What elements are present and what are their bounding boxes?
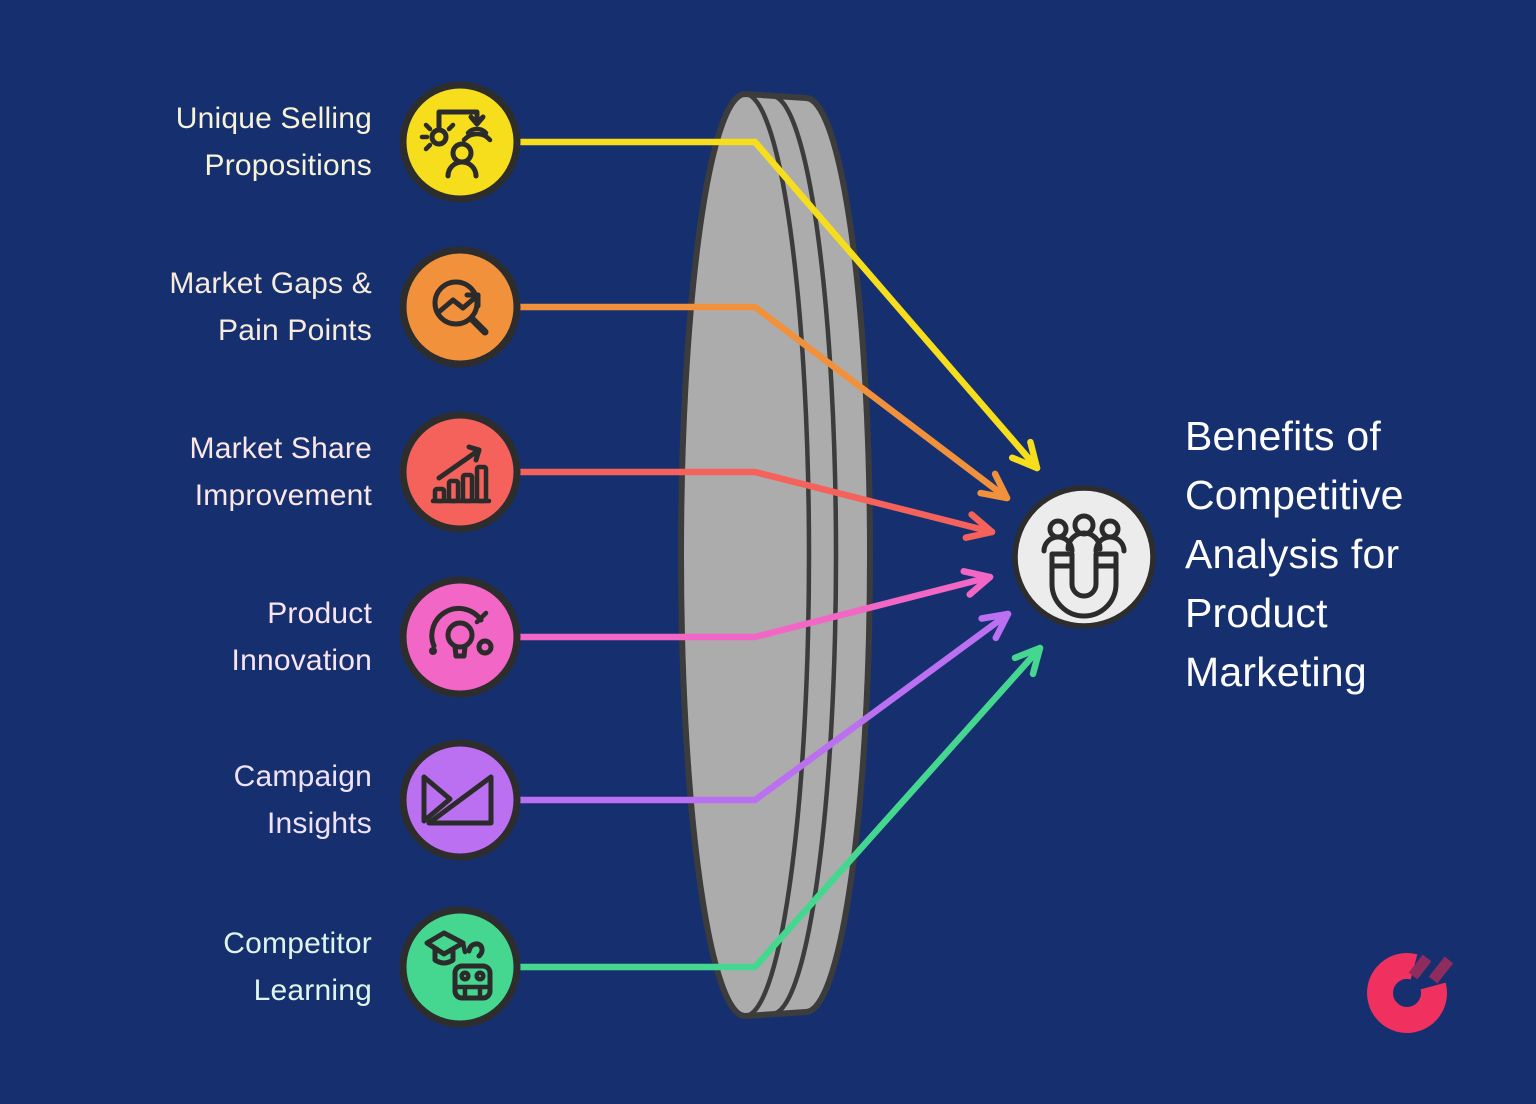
arrowhead-market-share: [962, 511, 996, 541]
arrow-competitor-learning: [516, 644, 1044, 971]
row-unique-selling: Unique Selling Propositions: [176, 81, 521, 203]
graduation-robot-icon: [424, 930, 493, 1001]
lens-funnel: [678, 91, 873, 1019]
title-line: Product: [1185, 590, 1328, 636]
triangle-flag-chart-icon: [421, 774, 494, 826]
row-label-line: Insights: [267, 807, 372, 840]
row-label-line: Improvement: [195, 479, 373, 512]
growth-bar-chart-icon: [430, 444, 492, 504]
logo-c-mark: [1367, 953, 1447, 1033]
lens-body: [678, 91, 873, 1019]
row-market-gaps: Market Gaps & Pain Points: [169, 246, 521, 368]
magnet-attracting-audience-icon: [1041, 513, 1127, 619]
row-label-line: Campaign: [234, 760, 372, 793]
row-campaign-insights: Campaign Insights: [234, 739, 521, 861]
row-label-line: Market Share: [190, 432, 372, 465]
row-label-line: Innovation: [232, 644, 372, 677]
title-line: Competitive: [1185, 472, 1404, 518]
logo-stripe: [1428, 956, 1454, 984]
row-label-line: Learning: [254, 974, 372, 1007]
row-label-line: Product: [267, 597, 372, 630]
row-label-line: Pain Points: [218, 314, 372, 347]
hub-bubble: [1012, 485, 1156, 629]
arrowhead-campaign-insights: [978, 610, 1012, 642]
arrow-market-share: [516, 468, 996, 536]
arrowhead-market-gaps: [977, 470, 1011, 502]
connector-arrows: [516, 138, 1044, 971]
arrow-product-innovation: [516, 573, 994, 641]
magnifier-trend-icon: [432, 279, 489, 336]
chisel-logo: [1367, 953, 1454, 1033]
row-bubble: [399, 576, 521, 698]
idea-broadcast-person-icon: [419, 109, 493, 179]
arrowhead-unique-selling: [1008, 438, 1041, 472]
benefits-hub: [1012, 485, 1156, 629]
page-title: Benefits of Competitive Analysis for Pro…: [1185, 413, 1404, 695]
row-bubble: [399, 411, 521, 533]
row-label-line: Unique Selling: [176, 102, 372, 135]
lens-front-rim: [678, 91, 812, 1019]
row-label-line: Propositions: [205, 149, 373, 182]
row-market-share: Market Share Improvement: [190, 411, 521, 533]
title-line: Marketing: [1185, 649, 1367, 695]
lens-inner-rim: [771, 93, 839, 1017]
logo-stripe: [1408, 954, 1432, 980]
arrow-unique-selling: [516, 138, 1041, 472]
arrowhead-competitor-learning: [1011, 644, 1044, 678]
row-product-innovation: Product Innovation: [232, 576, 521, 698]
title-line: Analysis for: [1185, 531, 1399, 577]
row-label-line: Market Gaps &: [169, 267, 372, 300]
row-competitor-learning: Competitor Learning: [223, 906, 521, 1028]
lightbulb-gauge-icon: [429, 605, 494, 659]
title-line: Benefits of: [1185, 413, 1381, 459]
arrow-market-gaps: [516, 303, 1011, 502]
row-label-line: Competitor: [223, 927, 372, 960]
arrowhead-product-innovation: [960, 568, 994, 598]
arrow-campaign-insights: [516, 610, 1012, 804]
